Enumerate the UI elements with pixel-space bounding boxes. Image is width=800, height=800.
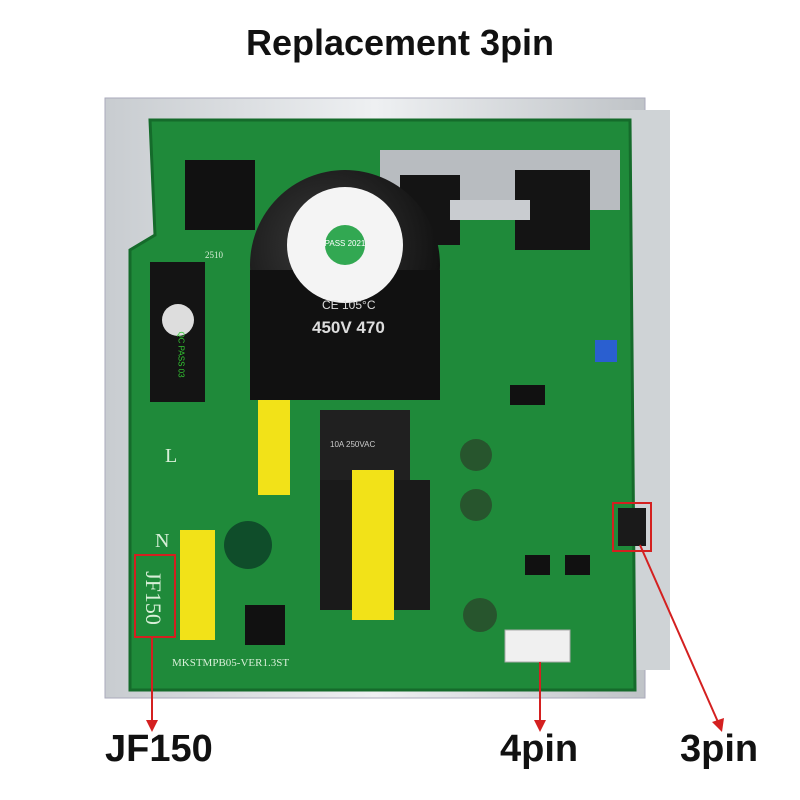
callout-4pin: 4pin (500, 728, 579, 770)
callout-3pin: 3pin (680, 728, 759, 770)
silk-fuse-label: JF150 (140, 571, 166, 625)
pass-sticker: PASS 2021 (324, 239, 366, 248)
page-title: Replacement 3pin (245, 22, 555, 63)
silk-l: L (165, 445, 178, 467)
silk-model: MKSTMPB05-VER1.3ST (172, 657, 290, 669)
silk-2510: 2510 (205, 250, 223, 260)
cap-temp: CE 105°C (322, 298, 376, 312)
cap-rating: 450V 470 (312, 318, 385, 337)
silk-n: N (155, 530, 170, 552)
jf150-highlight-box (134, 554, 176, 638)
3pin-arrow (639, 544, 719, 723)
relay-label: 10A 250VAC (330, 440, 376, 449)
3pin-highlight-box (612, 502, 652, 552)
callout-jf150: JF150 (105, 728, 213, 770)
qc-label: QC PASS 03 (176, 331, 186, 378)
connector-3pin (618, 508, 646, 546)
connector-4pin (504, 629, 571, 663)
